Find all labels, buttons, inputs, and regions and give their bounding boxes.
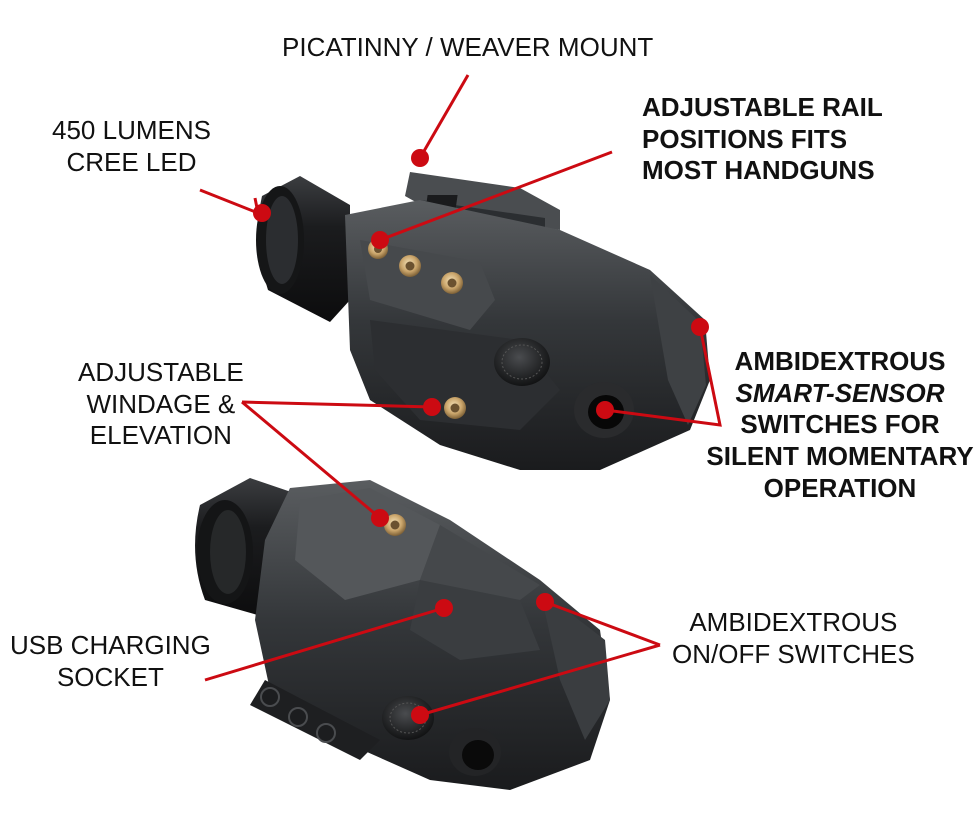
callout-lines	[199, 74, 722, 717]
callout-dot-lumens	[253, 204, 271, 222]
callout-dot-onoff-side	[411, 706, 429, 724]
callout-dot-windage-upper	[423, 398, 441, 416]
callout-dot-rail	[371, 231, 389, 249]
label-picatinny-weaver-mount: PICATINNY / WEAVER MOUNT	[282, 32, 653, 64]
label-line: SOCKET	[56, 661, 164, 692]
label-adjustable-rail: ADJUSTABLE RAIL POSITIONS FITS MOST HAND…	[642, 92, 883, 187]
label-line: PICATINNY / WEAVER MOUNT	[282, 32, 654, 62]
label-line: AMBIDEXTROUS	[689, 607, 898, 637]
callout-dot-usb	[435, 599, 453, 617]
label-line: ON/OFF SWITCHES	[672, 638, 915, 669]
label-line: SMART-SENSOR	[735, 377, 945, 408]
label-line: ADJUSTABLE RAIL	[642, 92, 883, 122]
callout-dot-sensor-button	[596, 401, 614, 419]
callout-dot-mount	[411, 149, 429, 167]
label-line: POSITIONS FITS	[642, 123, 848, 154]
label-line: ADJUSTABLE	[78, 357, 244, 387]
label-line: MOST HANDGUNS	[642, 155, 875, 186]
label-usb-charging-socket: USB CHARGING SOCKET	[10, 630, 211, 693]
label-line: AMBIDEXTROUS	[734, 346, 946, 376]
callout-dots	[253, 149, 709, 724]
label-line: 450 LUMENS	[52, 115, 211, 145]
lower-light-unit	[195, 478, 610, 790]
upper-light-unit	[256, 172, 710, 470]
callout-dot-windage-lower	[371, 509, 389, 527]
label-line: ELEVATION	[89, 420, 232, 451]
label-smart-sensor-switches: AMBIDEXTROUS SMART-SENSOR SWITCHES FOR S…	[705, 346, 975, 505]
label-line: USB CHARGING	[10, 630, 211, 660]
label-line: CREE LED	[66, 146, 197, 177]
callout-dot-sensor-side	[691, 318, 709, 336]
label-450-lumens: 450 LUMENS CREE LED	[52, 115, 211, 178]
label-line: SWITCHES FOR	[740, 409, 940, 440]
label-line: WINDAGE &	[86, 388, 236, 419]
label-line: OPERATION	[763, 472, 917, 503]
label-on-off-switches: AMBIDEXTROUS ON/OFF SWITCHES	[672, 607, 915, 670]
label-line: SILENT MOMENTARY	[706, 441, 974, 472]
callout-dot-onoff-top	[536, 593, 554, 611]
label-windage-elevation: ADJUSTABLE WINDAGE & ELEVATION	[78, 357, 244, 452]
